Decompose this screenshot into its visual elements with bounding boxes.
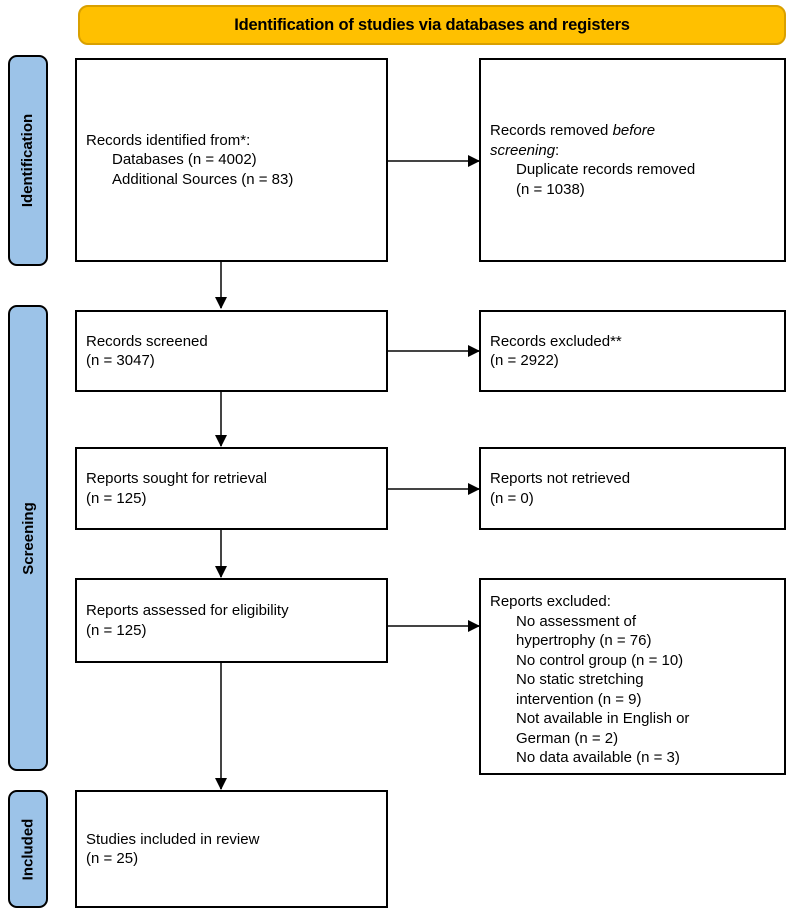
records-screened-label: Records screened [86,332,208,350]
stage-label-included: Included [8,790,48,908]
box-reports-not-retrieved: Reports not retrieved (n = 0) [479,447,786,530]
box-reports-assessed: Reports assessed for eligibility (n = 12… [75,578,388,663]
reports-not-retrieved-count: (n = 0) [490,489,534,507]
records-removed-text-b: before [612,122,656,139]
reports-assessed-label: Reports assessed for eligibility [86,602,289,619]
box-records-removed: Records removed before screening: Duplic… [479,58,786,262]
reports-excluded-reason: intervention (n = 9) [516,690,642,708]
records-identified-databases: Databases (n = 4002) [112,151,257,169]
arrow-assessed-to-excluded-icon [388,620,480,632]
arrow-sought-to-not-retrieved-icon [388,483,480,495]
stage-label-identification-text: Identification [19,113,37,208]
studies-included-count: (n = 25) [86,850,139,867]
box-records-screened: Records screened (n = 3047) [75,310,388,392]
records-excluded-count: (n = 2922) [490,352,559,369]
arrow-screened-to-excluded-icon [388,345,480,357]
studies-included-label: Studies included in review [86,830,260,848]
stage-label-screening-text: Screening [19,501,37,575]
reports-sought-count: (n = 125) [86,489,147,507]
box-reports-sought: Reports sought for retrieval (n = 125) [75,447,388,530]
records-removed-text-d: : [555,141,560,159]
reports-excluded-reason: Not available in English or [516,710,690,727]
banner-title: Identification of studies via databases … [234,15,630,34]
records-identified-heading: Records identified from*: [86,131,251,149]
records-removed-text-a: Records removed [490,122,613,139]
box-records-excluded: Records excluded** (n = 2922) [479,310,786,392]
box-reports-excluded: Reports excluded: No assessment of hyper… [479,578,786,775]
reports-sought-label: Reports sought for retrieval [86,470,267,487]
reports-excluded-reason: German (n = 2) [516,729,619,747]
stage-label-identification: Identification [8,55,48,266]
records-excluded-label: Records excluded** [490,332,622,350]
arrow-screened-to-sought-icon [215,392,227,447]
reports-excluded-reason: No assessment of [516,612,637,630]
reports-excluded-reason: No static stretching [516,671,644,688]
reports-excluded-heading: Reports excluded: [490,593,611,610]
reports-excluded-reason: No control group (n = 10) [516,651,684,669]
arrow-identified-to-screened-icon [215,262,227,309]
reports-excluded-reason: hypertrophy (n = 76) [516,632,652,649]
duplicate-records-removed: Duplicate records removed [516,161,696,178]
arrow-sought-to-assessed-icon [215,530,227,578]
stage-label-included-text: Included [19,818,37,880]
records-screened-count: (n = 3047) [86,352,155,369]
arrow-assessed-to-included-icon [215,663,227,790]
arrow-identified-to-removed-icon [388,155,480,167]
box-studies-included: Studies included in review (n = 25) [75,790,388,908]
reports-assessed-count: (n = 125) [86,621,147,639]
reports-excluded-reason: No data available (n = 3) [516,749,680,766]
reports-not-retrieved-label: Reports not retrieved [490,470,631,487]
records-identified-additional-sources: Additional Sources (n = 83) [112,170,294,188]
records-removed-heading-line1: Records removed before [490,121,775,141]
stage-label-screening: Screening [8,305,48,771]
diagram-banner: Identification of studies via databases … [78,5,786,45]
box-records-identified: Records identified from*: Databases (n =… [75,58,388,262]
duplicate-records-removed-count: (n = 1038) [516,180,585,198]
records-removed-heading-line2: screening: [490,141,775,161]
records-removed-text-c: screening [490,141,556,159]
